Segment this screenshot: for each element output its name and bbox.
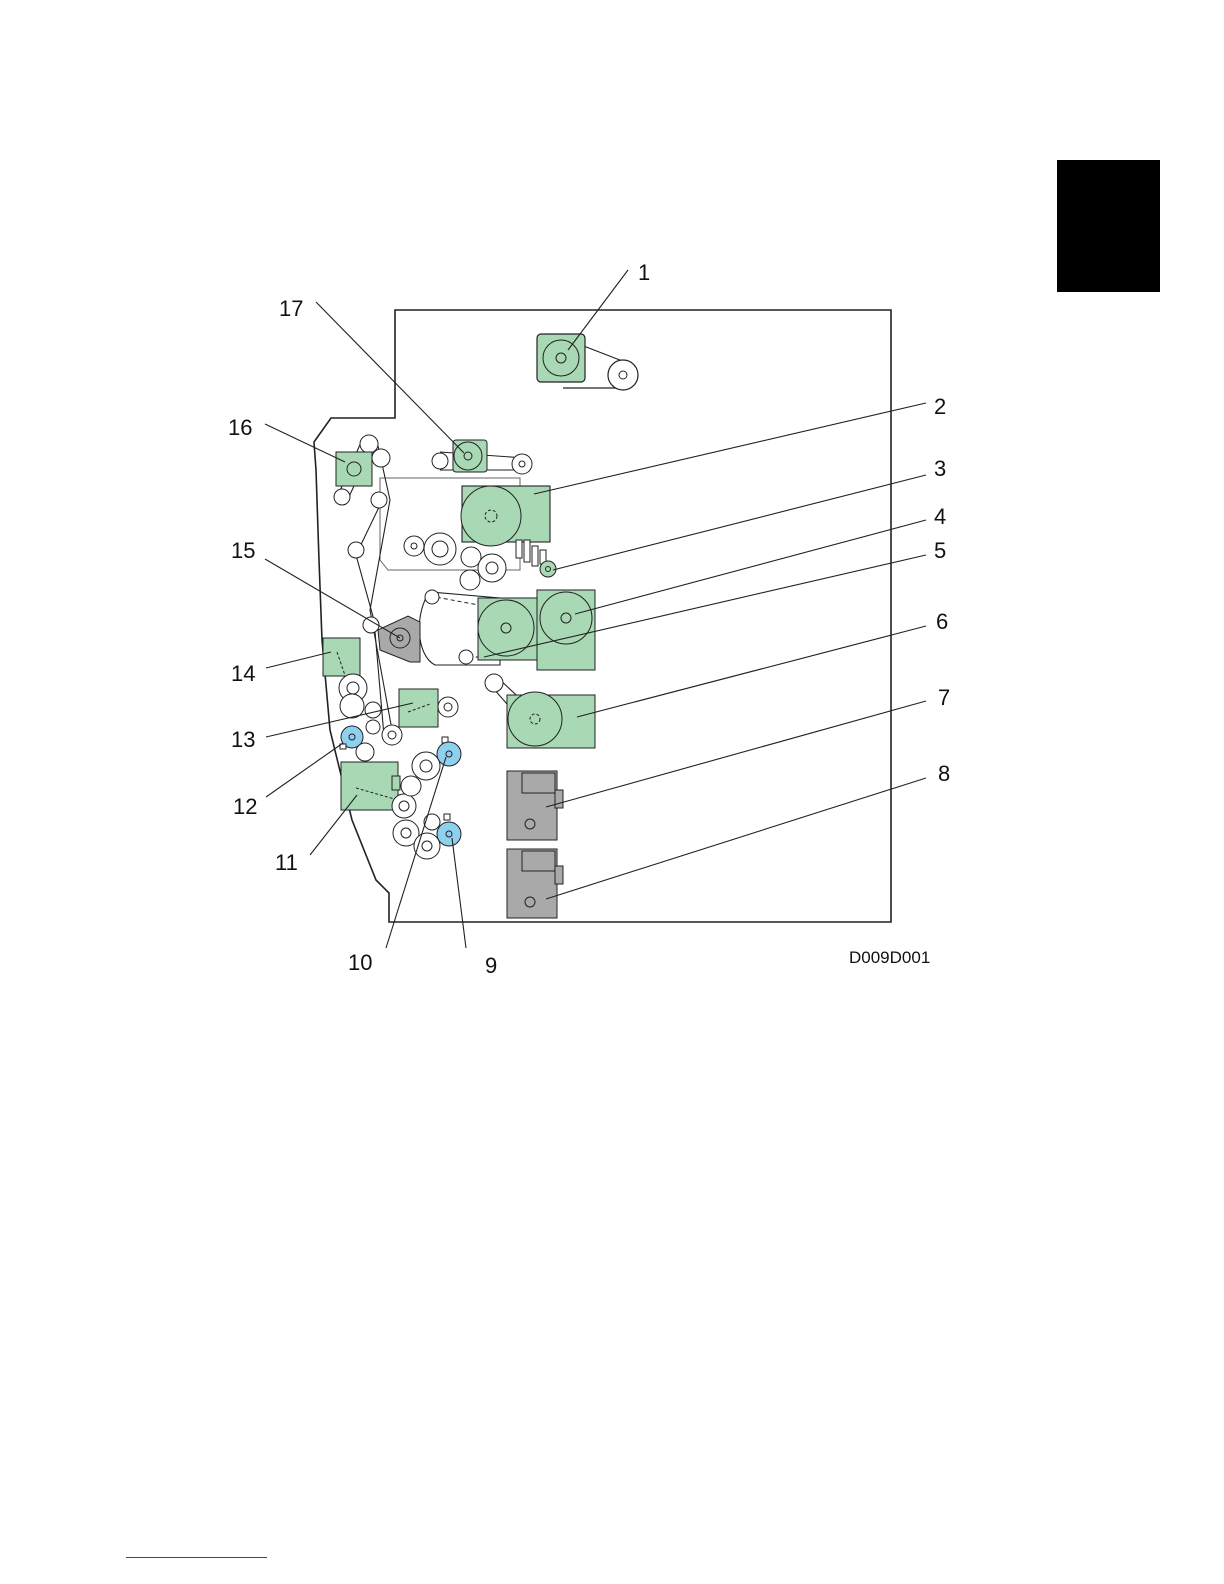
callout-7: 7	[938, 685, 950, 710]
callout-11: 11	[275, 850, 298, 875]
callout-2: 2	[934, 394, 946, 419]
callout-13: 13	[231, 727, 255, 752]
callout-5: 5	[934, 538, 946, 563]
callout-15: 15	[231, 538, 255, 563]
footer-rule	[126, 1557, 267, 1558]
component-8-solenoid	[507, 849, 563, 918]
callout-9: 9	[485, 953, 497, 978]
component-17-motor	[432, 440, 532, 474]
callout-1: 1	[638, 260, 650, 285]
component-10-sensor	[437, 737, 461, 766]
leader-lines	[265, 270, 926, 948]
component-1-motor	[537, 334, 638, 390]
callout-14: 14	[231, 661, 255, 686]
callout-6: 6	[936, 609, 948, 634]
callout-17: 17	[279, 296, 303, 321]
component-2-motor	[404, 486, 550, 590]
component-7-solenoid	[507, 771, 563, 840]
component-15-clutch	[378, 616, 420, 662]
component-6-motor	[485, 674, 595, 748]
component-14-motor	[323, 638, 381, 734]
callout-4: 4	[934, 504, 946, 529]
component-4-5-motors	[419, 590, 595, 670]
figure-id: D009D001	[849, 948, 930, 967]
callout-3: 3	[934, 456, 946, 481]
callout-12: 12	[233, 794, 257, 819]
component-3-clutch	[516, 540, 556, 577]
callout-8: 8	[938, 761, 950, 786]
component-9-sensor	[437, 814, 461, 846]
callout-10: 10	[348, 950, 372, 975]
callout-16: 16	[228, 415, 252, 440]
component-11-motor	[341, 752, 440, 859]
